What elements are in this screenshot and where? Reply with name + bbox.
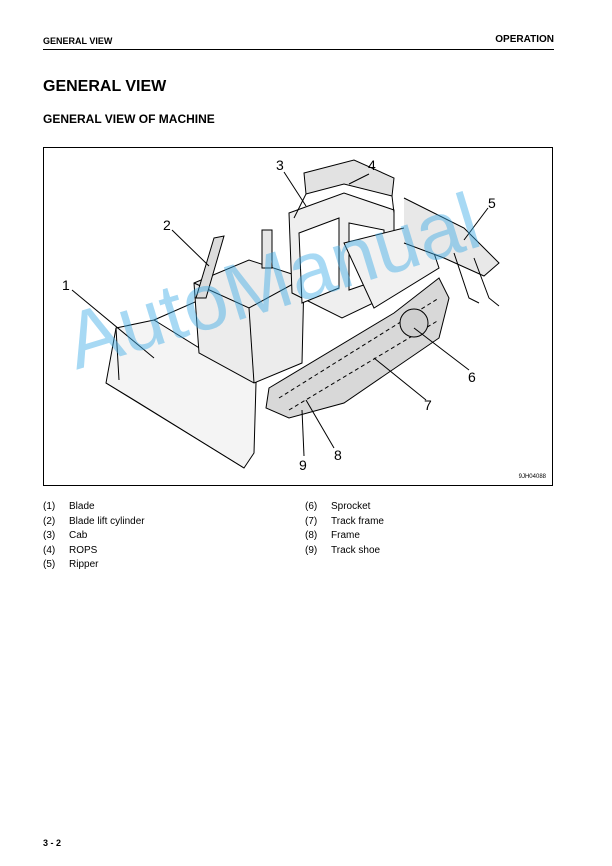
figure-code: 9JH04088 (518, 474, 546, 480)
legend-item: (8)Frame (305, 530, 360, 541)
engine-hood (193, 259, 305, 384)
section-subtitle: GENERAL VIEW OF MACHINE (43, 112, 215, 126)
callout-1: 1 (62, 277, 70, 293)
callout-4: 4 (368, 157, 376, 173)
sprocket (399, 308, 429, 338)
ripper (403, 197, 500, 277)
machine-figure: 1 2 3 4 5 6 7 8 9 9JH04088 (43, 147, 553, 486)
legend-item: (7)Track frame (305, 515, 384, 527)
legend-item: (4)ROPS (43, 544, 98, 556)
page-title: GENERAL VIEW (43, 78, 167, 95)
rops-canopy (303, 159, 395, 197)
legend-item: (5)Ripper (43, 559, 99, 570)
running-header-section: GENERAL VIEW (43, 36, 113, 46)
legend-item: (2)Blade lift cylinder (43, 515, 145, 527)
callout-7: 7 (424, 397, 432, 413)
legend-item: (1)Blade (43, 501, 95, 512)
callout-3: 3 (276, 157, 284, 173)
callout-2: 2 (163, 217, 171, 233)
blade-edge (105, 382, 245, 469)
legend-item: (6)Sprocket (305, 501, 371, 512)
legend-item: (9)Track shoe (305, 544, 381, 556)
header-rule (43, 49, 554, 50)
bulldozer-drawing: 1 2 3 4 5 6 7 8 9 (62, 157, 500, 473)
running-header-chapter: OPERATION (495, 34, 554, 45)
legend-left: (1)Blade (2)Blade lift cylinder (3)Cab (… (43, 500, 145, 573)
callout-6: 6 (468, 369, 476, 385)
track-shoe (265, 277, 450, 419)
callout-5: 5 (488, 195, 496, 211)
exhaust-stack (261, 229, 273, 269)
legend-item: (3)Cab (43, 530, 88, 541)
legend-right: (6)Sprocket (7)Track frame (8)Frame (9)T… (305, 500, 384, 558)
callout-9: 9 (299, 457, 307, 473)
page-number: 3 - 2 (43, 838, 62, 848)
lift-cylinder (195, 235, 225, 299)
callout-8: 8 (334, 447, 342, 463)
